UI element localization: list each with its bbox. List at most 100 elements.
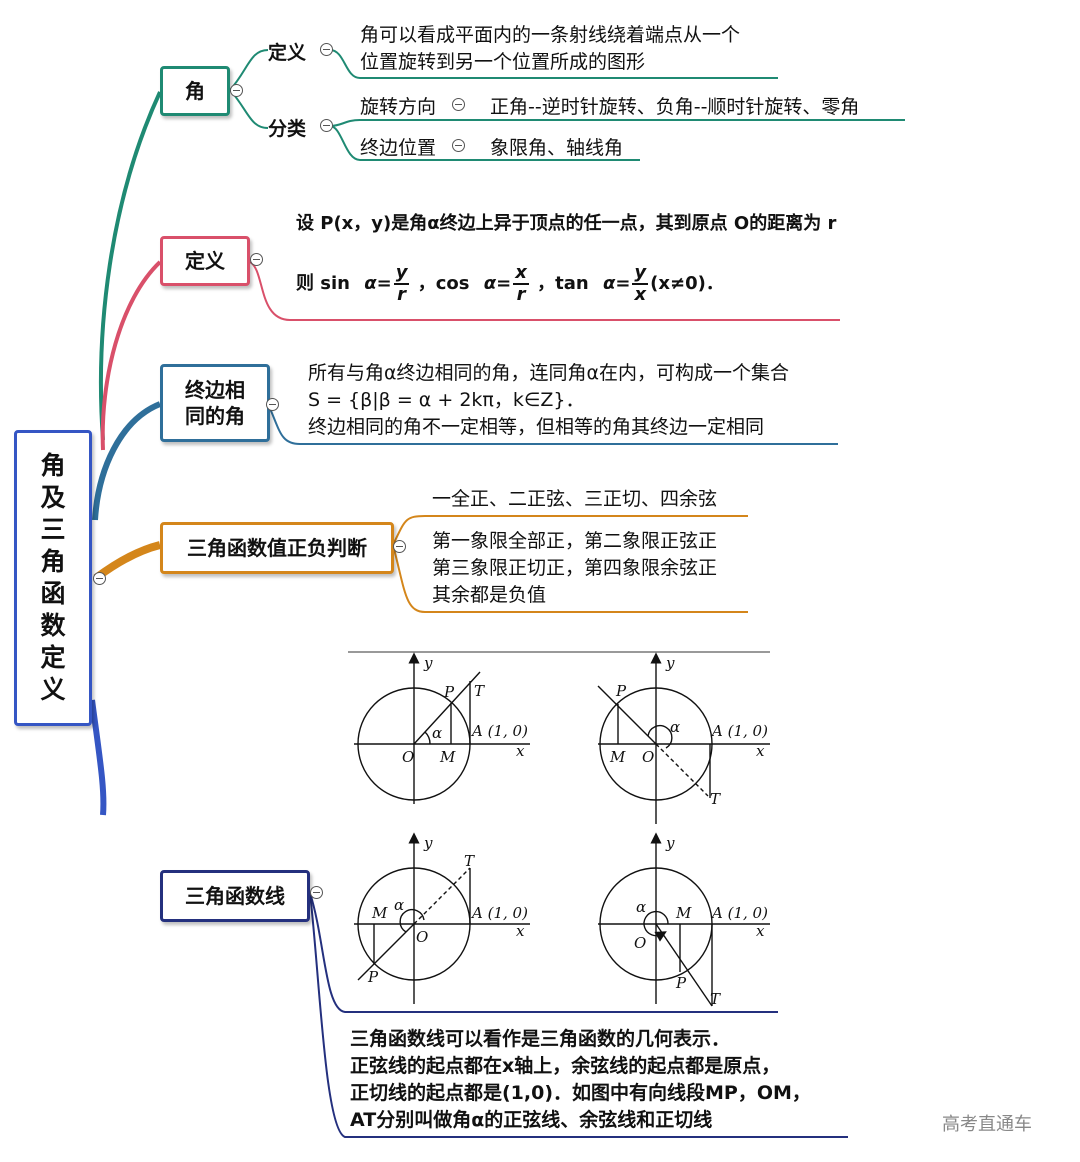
node-sign[interactable]: 三角函数值正负判断	[160, 522, 394, 574]
collapse-icon[interactable]	[230, 84, 243, 97]
tan-denominator: x	[634, 284, 647, 305]
fig3-p-label: P	[367, 968, 379, 986]
root-char: 定	[40, 643, 66, 672]
fig2-x-label: x	[756, 742, 765, 760]
fig1-alpha-label: α	[432, 724, 442, 742]
node-coterminal-label: 同的角	[185, 404, 245, 428]
node-angle-label: 角	[185, 79, 205, 103]
fig4-alpha-label: α	[636, 898, 646, 916]
collapse-icon[interactable]	[266, 398, 279, 411]
angle-classification-label: 分类	[268, 118, 307, 140]
fig3-x-label: x	[516, 922, 525, 940]
fig1-y-label: y	[423, 654, 433, 672]
fig1-t-label: T	[474, 682, 485, 700]
formula-alpha: α=	[602, 273, 631, 294]
fig3-t-label: T	[464, 852, 475, 870]
fig4-y-label: y	[665, 834, 675, 852]
collapse-icon[interactable]	[93, 572, 106, 585]
tan-numerator: y	[632, 262, 649, 285]
collapse-icon[interactable]	[393, 540, 406, 553]
fig4-a-label: A (1, 0)	[710, 904, 768, 922]
angle-definition-line: 角可以看成平面内的一条射线绕着端点从一个	[360, 24, 741, 46]
formula-tan: ，tan	[537, 273, 589, 294]
node-trig-lines-label: 三角函数线	[185, 884, 285, 908]
fig2-origin-label: O	[642, 748, 654, 766]
figure-quadrant-1	[354, 652, 530, 804]
trig-lines-text: 正切线的起点都是(1,0)．如图中有向线段MP，OM，	[350, 1082, 811, 1104]
node-definition[interactable]: 定义	[160, 236, 250, 286]
coterminal-line: 终边相同的角不一定相等，但相等的角其终边一定相同	[308, 416, 765, 438]
fig1-a-label: A (1, 0)	[470, 722, 528, 740]
fig2-a-label: A (1, 0)	[710, 722, 768, 740]
angle-definition-line: 位置旋转到另一个位置所成的图形	[360, 51, 646, 73]
coterminal-line: 所有与角α终边相同的角，连同角α在内，可构成一个集合	[308, 362, 790, 384]
collapse-icon[interactable]	[310, 886, 323, 899]
formula-alpha: α=	[483, 273, 512, 294]
root-char: 三	[40, 515, 66, 544]
sign-line: 第一象限全部正，第二象限正弦正	[432, 530, 718, 552]
collapse-icon[interactable]	[320, 43, 333, 56]
fig4-origin-label: O	[634, 934, 646, 952]
figure-quadrant-3	[354, 832, 530, 1004]
fig3-origin-label: O	[416, 928, 428, 946]
fig2-m-label: M	[609, 748, 626, 766]
collapse-icon[interactable]	[320, 119, 333, 132]
sin-denominator: r	[397, 284, 407, 305]
cos-denominator: r	[516, 284, 526, 305]
formula-alpha: α=	[364, 273, 392, 294]
terminal-position-label: 终边位置	[360, 137, 437, 159]
rotation-direction-text: 正角--逆时针旋转、负角--顺时针旋转、零角	[490, 96, 860, 118]
root-char: 函	[40, 579, 66, 608]
node-trig-lines[interactable]: 三角函数线	[160, 870, 310, 922]
collapse-icon[interactable]	[452, 98, 465, 111]
sin-numerator: y	[393, 262, 410, 285]
node-sign-label: 三角函数值正负判断	[187, 536, 367, 560]
root-char: 及	[40, 483, 66, 512]
root-node[interactable]: 角 及 三 角 函 数 定 义	[14, 430, 92, 726]
fig2-p-label: P	[615, 682, 627, 700]
definition-line-1: 设 P(x，y)是角α终边上异于顶点的任一点，其到原点 O的距离为 r	[296, 213, 837, 234]
fig2-alpha-label: α	[670, 718, 680, 736]
fig4-x-label: x	[756, 922, 765, 940]
coterminal-line: S = {β|β = α + 2kπ，k∈Z}．	[308, 389, 585, 411]
fig1-m-label: M	[439, 748, 456, 766]
collapse-icon[interactable]	[250, 253, 263, 266]
node-angle[interactable]: 角	[160, 66, 230, 116]
trig-lines-text: 三角函数线可以看作是三角函数的几何表示．	[350, 1028, 731, 1050]
root-char: 角	[40, 451, 66, 480]
fig1-origin-label: O	[402, 748, 414, 766]
figure-quadrant-2	[597, 652, 770, 824]
sign-line: 第三象限正切正，第四象限余弦正	[432, 557, 718, 579]
trig-lines-text: AT分别叫做角α的正弦线、余弦线和正切线	[350, 1109, 713, 1131]
root-char: 角	[40, 547, 66, 576]
fig3-a-label: A (1, 0)	[470, 904, 528, 922]
node-coterminal[interactable]: 终边相 同的角	[160, 364, 270, 442]
watermark: 高考直通车	[942, 1114, 1032, 1135]
fig2-t-label: T	[710, 790, 721, 808]
root-char: 数	[40, 611, 66, 640]
node-coterminal-label: 终边相	[185, 378, 245, 402]
collapse-icon[interactable]	[452, 139, 465, 152]
figure-quadrant-4	[598, 832, 770, 1007]
formula-prefix: 则 sin	[296, 273, 350, 294]
terminal-position-text: 象限角、轴线角	[490, 137, 624, 159]
fig2-y-label: y	[665, 654, 675, 672]
fig1-p-label: P	[443, 683, 455, 701]
root-char: 义	[40, 675, 66, 704]
fig3-m-label: M	[371, 904, 388, 922]
rotation-direction-label: 旋转方向	[360, 96, 437, 118]
sign-mnemonic: 一全正、二正弦、三正切、四余弦	[432, 488, 718, 510]
node-definition-label: 定义	[185, 249, 225, 273]
formula-suffix: (x≠0)．	[650, 273, 724, 294]
fig4-m-label: M	[675, 904, 692, 922]
fig3-alpha-label: α	[394, 896, 404, 914]
sign-line: 其余都是负值	[432, 584, 547, 606]
fig1-x-label: x	[516, 742, 525, 760]
trig-lines-text: 正弦线的起点都在x轴上，余弦线的起点都是原点，	[350, 1055, 781, 1077]
fig4-t-label: T	[710, 990, 721, 1008]
formula-cos: ，cos	[417, 273, 470, 294]
